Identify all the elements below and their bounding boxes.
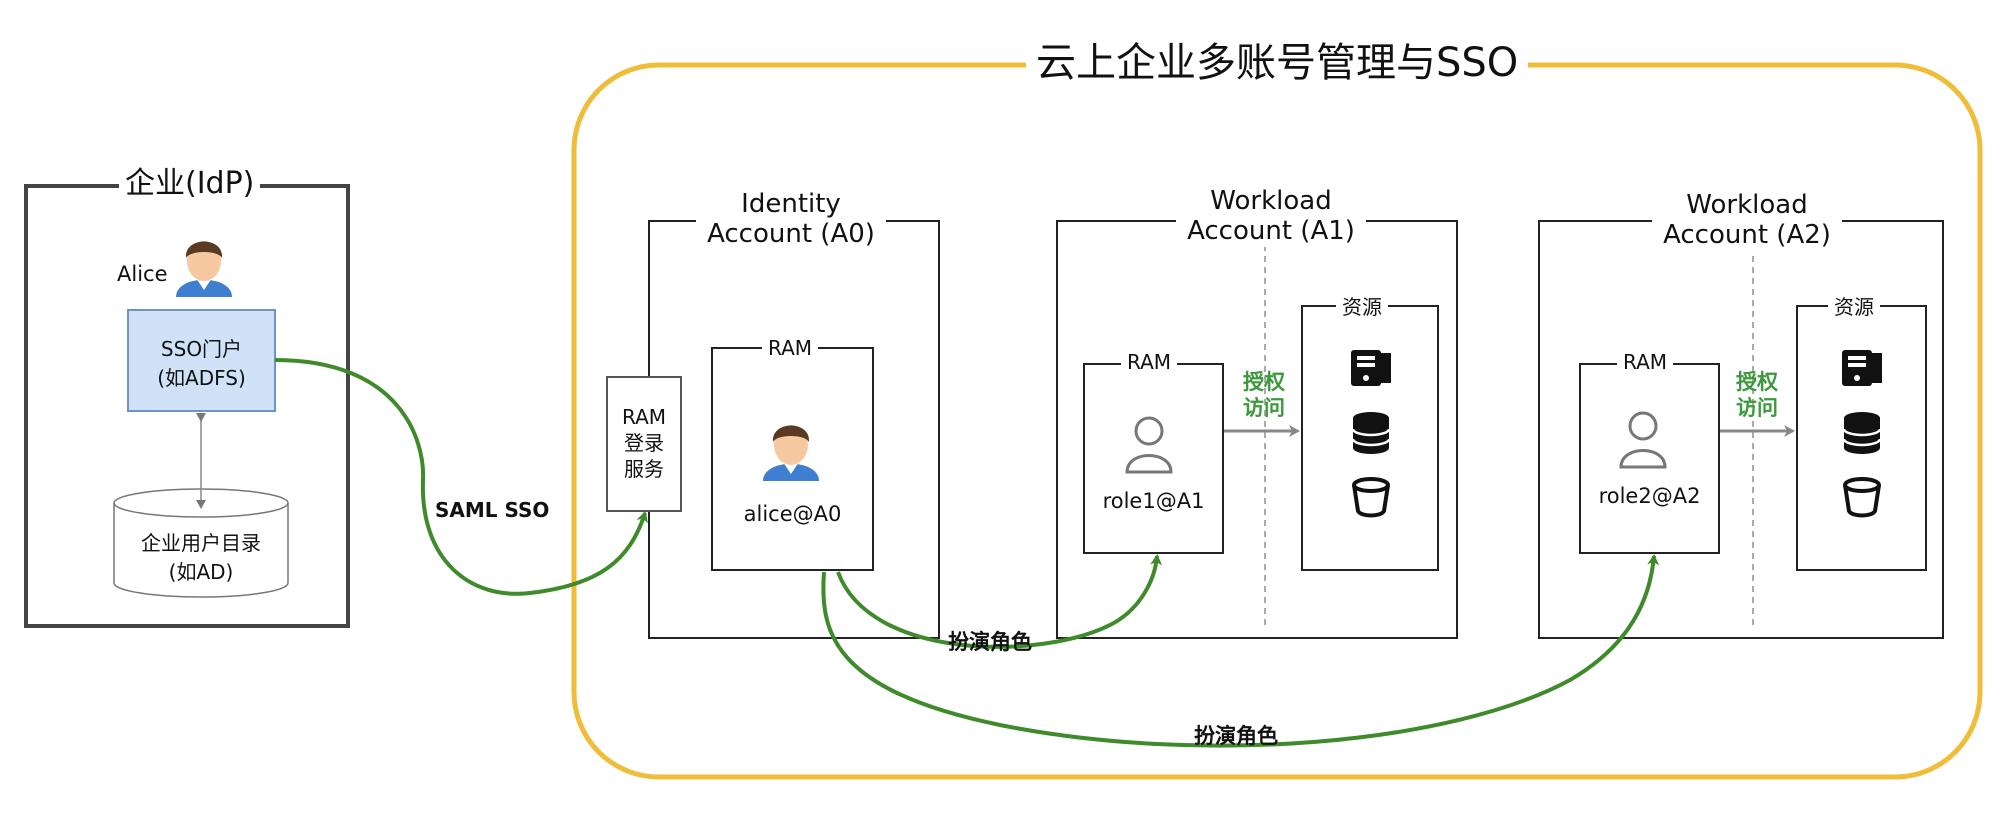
database-icon-a2 — [1842, 412, 1882, 454]
workload-a1-title-line1: Workload — [1210, 186, 1332, 216]
ram-a2-frame — [1579, 363, 1720, 554]
grant-a1-line1: 授权 — [1243, 370, 1285, 394]
ram-login-line3: 服务 — [624, 457, 664, 481]
directory-line1: 企业用户目录 — [141, 531, 261, 555]
ram-login-label: RAM 登录 服务 — [607, 404, 681, 482]
alice-a0-avatar-icon — [763, 425, 819, 481]
ram-login-line1: RAM — [621, 405, 667, 429]
sso-portal-label: SSO门户 (如ADFS) — [128, 333, 275, 391]
workload-a2-title-line2: Account (A2) — [1663, 219, 1831, 250]
ram-a0-label: RAM — [762, 337, 819, 360]
alice-label: Alice — [117, 262, 168, 286]
resources-a2-label: 资源 — [1828, 296, 1880, 319]
identity-account-title-line2: Account (A0) — [707, 218, 875, 249]
bucket-icon-a2 — [1843, 477, 1881, 518]
ram-a1-label: RAM — [1121, 351, 1178, 374]
grant-access-a1-label: 授权 访问 — [1234, 369, 1294, 421]
database-icon-a1 — [1351, 412, 1391, 454]
grant-a2-line2: 访问 — [1736, 396, 1778, 420]
role1-label: role1@A1 — [1102, 489, 1205, 513]
server-icon-a1 — [1351, 350, 1391, 386]
saml-sso-label: SAML SSO — [435, 498, 550, 522]
ram-a1-frame — [1083, 363, 1224, 554]
workload-a2-title: Workload Account (A2) — [1652, 190, 1842, 251]
assume-role-label-a1: 扮演角色 — [948, 630, 1032, 654]
role2-label: role2@A2 — [1598, 484, 1701, 508]
sso-portal-line1: SSO门户 — [160, 337, 243, 361]
page-title: 云上企业多账号管理与SSO — [1026, 40, 1529, 86]
identity-account-title: Identity Account (A0) — [696, 189, 886, 250]
role2-person-icon — [1619, 411, 1667, 469]
grant-access-a2-label: 授权 访问 — [1727, 369, 1787, 421]
sso-portal-frame — [127, 309, 276, 412]
directory-label: 企业用户目录 (如AD) — [114, 527, 288, 585]
ram-a2-label: RAM — [1617, 351, 1674, 374]
assume-role-label-a2: 扮演角色 — [1194, 724, 1278, 748]
enterprise-title: 企业(IdP) — [119, 166, 261, 202]
saml-flow-curve — [274, 358, 648, 596]
role1-person-icon — [1125, 416, 1173, 474]
directory-line2: (如AD) — [168, 560, 234, 584]
cloud-frame — [571, 62, 1983, 780]
alice-a0-label: alice@A0 — [743, 502, 842, 526]
assume-role-curve-a1 — [836, 554, 1163, 649]
identity-account-title-line1: Identity — [741, 189, 841, 219]
assume-role-curve-a2 — [821, 554, 1660, 748]
sso-portal-line2: (如ADFS) — [157, 366, 246, 390]
ram-login-line2: 登录 — [624, 431, 664, 455]
server-icon-a2 — [1842, 350, 1882, 386]
resources-a1-label: 资源 — [1336, 296, 1388, 319]
ram-login-frame — [606, 376, 682, 512]
grant-a1-line2: 访问 — [1243, 396, 1285, 420]
workload-a1-title-line2: Account (A1) — [1187, 215, 1355, 246]
grant-a2-line1: 授权 — [1736, 370, 1778, 394]
workload-a2-title-line1: Workload — [1686, 190, 1808, 220]
workload-a1-title: Workload Account (A1) — [1176, 186, 1366, 247]
bucket-icon-a1 — [1352, 477, 1390, 518]
alice-avatar-icon — [176, 241, 232, 297]
